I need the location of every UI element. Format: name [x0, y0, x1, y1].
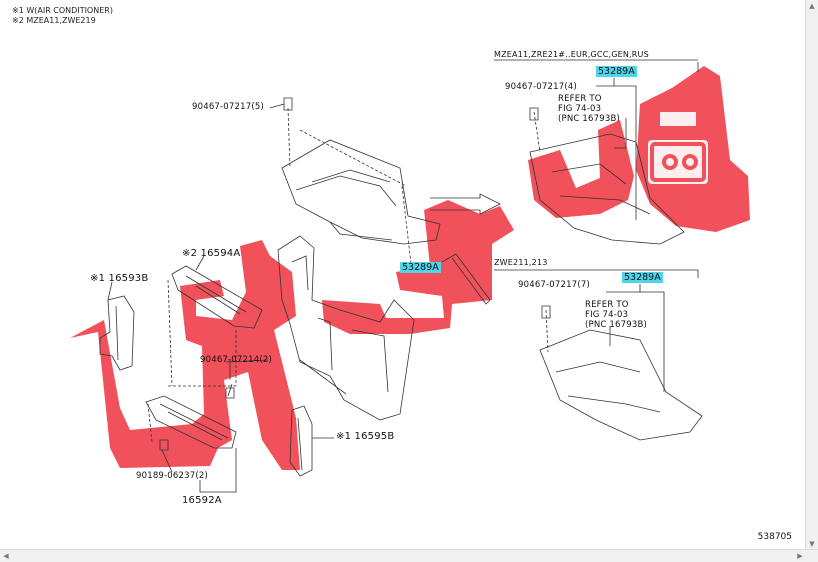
note-air-conditioner: ※1 W(AIR CONDITIONER)	[12, 6, 113, 15]
model-label-top: MZEA11,ZRE21#..EUR,GCC,GEN,RUS	[494, 50, 649, 59]
refer-top-line-2: FIG 74-03	[558, 104, 602, 114]
bolt-label-top-right[interactable]: 90467-07217(4)	[505, 82, 577, 92]
note-model: ※2 MZEA11,ZWE219	[12, 16, 96, 25]
model-label-mid: ZWE211,213	[494, 258, 548, 267]
bolt-label-bottom[interactable]: 90189-06237(2)	[136, 471, 208, 481]
refer-top-line-3[interactable]: (PNC 16793B)	[558, 114, 621, 124]
part-16593B[interactable]: ※1 16593B	[90, 273, 149, 284]
figure-number: 538705	[757, 532, 792, 542]
part-16595B[interactable]: ※1 16595B	[336, 431, 395, 442]
refer-mid-line-1: REFER TO	[585, 300, 629, 310]
refer-mid-line-3[interactable]: (PNC 16793B)	[585, 320, 648, 330]
part-53289A-mid[interactable]: 53289A	[622, 272, 663, 283]
bolt-label-center[interactable]: 90467-07214(2)	[200, 355, 272, 365]
scroll-down-icon[interactable]: ▼	[809, 540, 815, 548]
part-16592A[interactable]: 16592A	[182, 495, 222, 506]
part-53289A-center[interactable]: 53289A	[400, 262, 441, 273]
bolt-label-mid-right[interactable]: 90467-07217(7)	[518, 280, 590, 290]
scroll-up-icon[interactable]: ▲	[809, 2, 815, 10]
refer-top-line-1: REFER TO	[558, 94, 602, 104]
refer-mid-line-2: FIG 74-03	[585, 310, 629, 320]
horizontal-scrollbar[interactable]: ◀ ▶	[0, 549, 818, 562]
part-53289A-top[interactable]: 53289A	[596, 66, 637, 77]
scroll-left-icon[interactable]: ◀	[3, 552, 9, 560]
bolt-label-left[interactable]: 90467-07217(5)	[192, 102, 264, 112]
vertical-scrollbar[interactable]: ▲ ▼	[805, 0, 818, 550]
scroll-right-icon[interactable]: ▶	[797, 552, 803, 560]
part-16594A[interactable]: ※2 16594A	[182, 248, 241, 259]
